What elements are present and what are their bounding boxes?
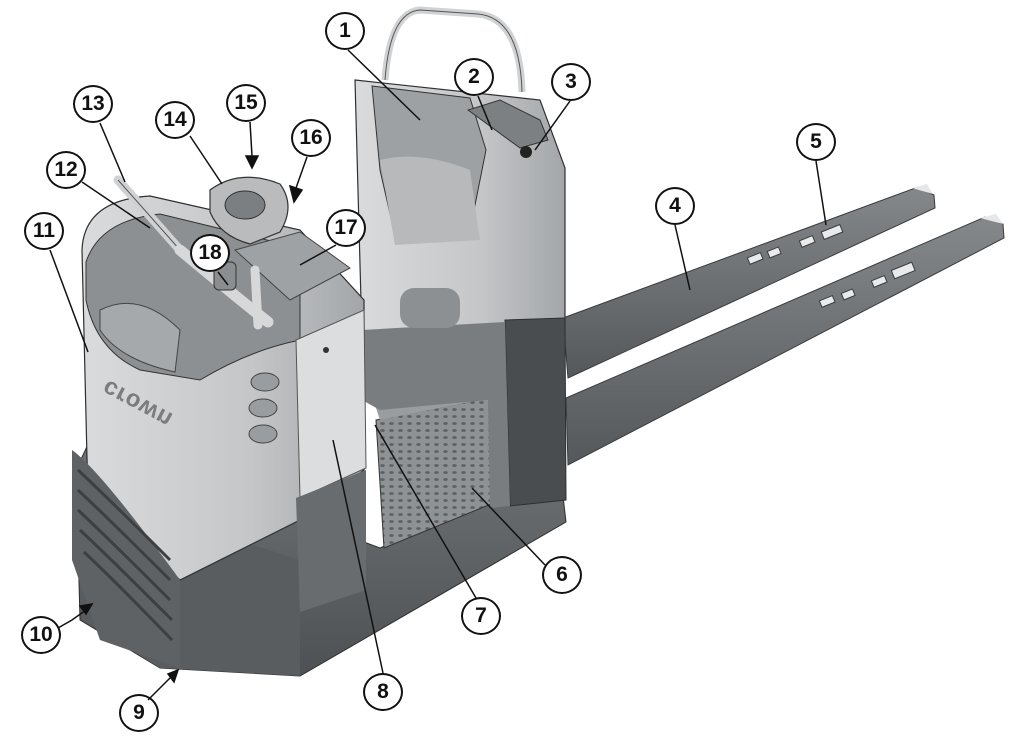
backrest-mast	[354, 6, 567, 508]
callout-11: 11	[24, 212, 64, 250]
callout-16: 16	[291, 119, 331, 157]
callout-7: 7	[461, 597, 501, 635]
callout-14: 14	[155, 101, 195, 139]
callout-3: 3	[551, 63, 591, 101]
callout-10: 10	[21, 616, 61, 654]
callout-18: 18	[190, 234, 230, 272]
load-forks	[562, 184, 1005, 466]
callout-8: 8	[363, 673, 403, 711]
callout-17: 17	[326, 209, 366, 247]
callout-6: 6	[542, 556, 582, 594]
callout-9: 9	[119, 694, 159, 732]
drive-unit-cover	[72, 195, 367, 668]
callout-1: 1	[325, 12, 365, 50]
callout-12: 12	[46, 151, 86, 189]
callout-5: 5	[796, 123, 836, 161]
callout-2: 2	[454, 58, 494, 96]
callout-15: 15	[226, 84, 266, 122]
callout-13: 13	[73, 85, 113, 123]
callout-4: 4	[655, 187, 695, 225]
